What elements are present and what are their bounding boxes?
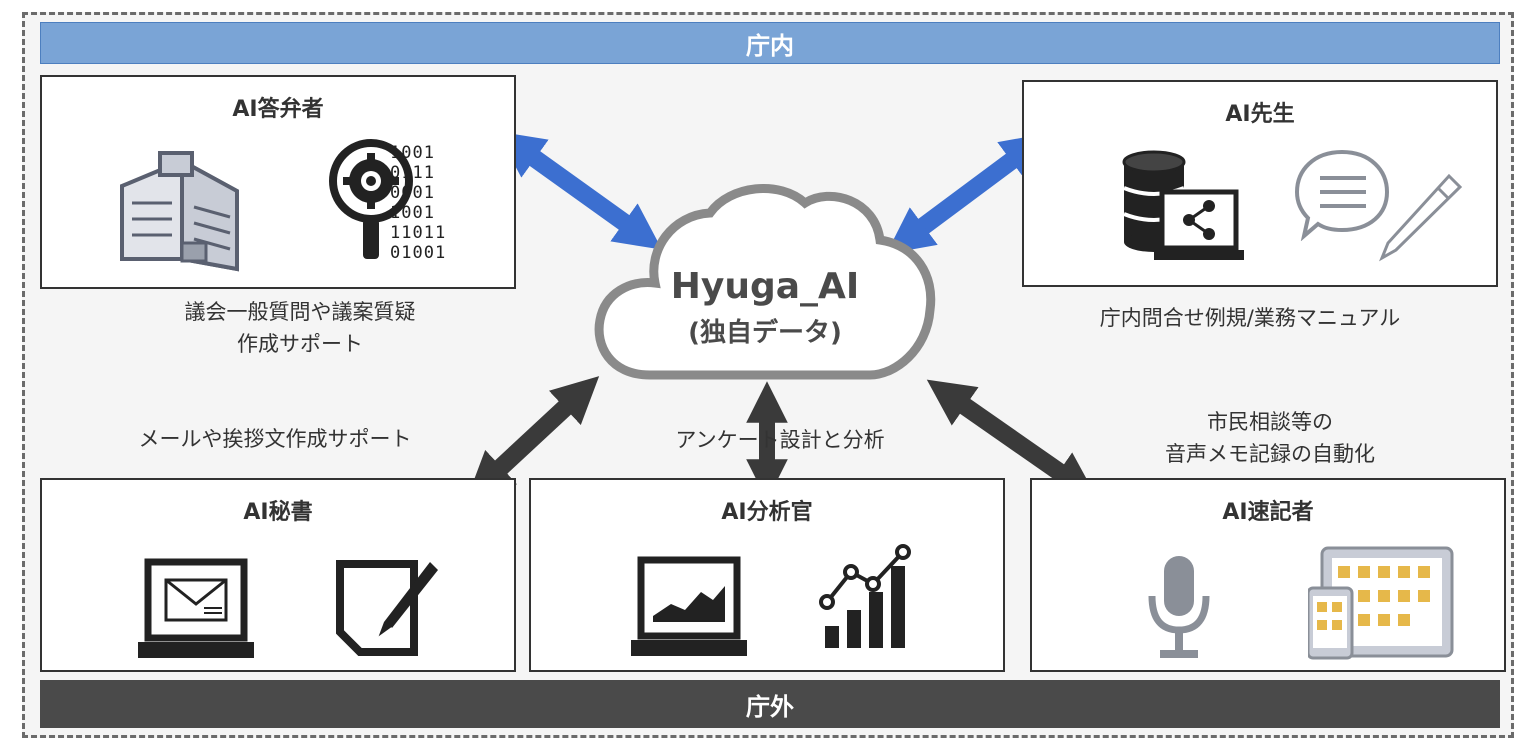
building-icon — [120, 151, 239, 272]
arrow-stenographer — [926, 379, 1098, 499]
stenographer-caption: 市民相談等の 音声メモ記録の自動化 — [1120, 406, 1420, 470]
growth-chart-icon — [819, 544, 911, 648]
binary-line: 1001 — [390, 143, 435, 163]
analyst-box: AI分析官 — [529, 478, 1005, 672]
teacher-caption: 庁内問合せ例規/業務マニュアル — [1030, 302, 1470, 334]
answerer-box: AI答弁者 1001 0111 0001 1001 11011 01001 — [40, 75, 516, 289]
caption-line: 議会一般質問や議案質疑 — [184, 300, 416, 324]
caption-line: 音声メモ記録の自動化 — [1165, 442, 1375, 466]
stenographer-title: AI速記者 — [1222, 500, 1314, 525]
arrow-teacher — [886, 133, 1049, 254]
signature-icon — [336, 560, 438, 656]
caption-line: 市民相談等の — [1207, 410, 1333, 434]
secretary-box: AI秘書 — [40, 478, 516, 672]
analyst-caption: アンケート設計と分析 — [620, 424, 940, 456]
answerer-caption: 議会一般質問や議案質疑 作成サポート — [90, 296, 510, 360]
secretary-caption: メールや挨拶文作成サポート — [90, 423, 460, 455]
external-band: 庁外 — [40, 680, 1500, 728]
binary-digits: 1001 0111 0001 1001 11011 01001 — [390, 143, 446, 263]
binary-line: 0001 — [390, 183, 435, 203]
laptop-share-icon — [1154, 189, 1244, 260]
cloud-shape — [594, 184, 936, 380]
caption-line: アンケート設計と分析 — [675, 428, 885, 452]
analyst-title: AI分析官 — [721, 500, 813, 525]
center-subtitle: (独自データ) — [688, 318, 842, 348]
teacher-box: AI先生 — [1022, 80, 1498, 287]
center-title: Hyuga_AI — [670, 266, 860, 307]
stenographer-box: AI速記者 — [1030, 478, 1506, 672]
speech-bubble-icon — [1294, 149, 1390, 241]
gear-magnifier-icon — [329, 139, 413, 259]
laptop-chart-icon — [631, 556, 747, 656]
tablet-files-icon — [1308, 546, 1454, 660]
binary-line: 0111 — [390, 163, 435, 183]
arrow-answerer — [496, 131, 663, 250]
caption-line: メールや挨拶文作成サポート — [138, 427, 412, 451]
pen-icon — [1379, 173, 1463, 262]
internal-band: 庁内 — [40, 22, 1500, 64]
answerer-title: AI答弁者 — [232, 97, 324, 122]
microphone-icon — [1148, 556, 1210, 658]
binary-line: 1001 — [390, 203, 435, 223]
binary-line: 11011 — [390, 223, 447, 243]
caption-line: 庁内問合せ例規/業務マニュアル — [1099, 306, 1401, 330]
secretary-title: AI秘書 — [243, 500, 313, 525]
arrow-secretary — [466, 376, 600, 499]
laptop-mail-icon — [138, 558, 254, 658]
teacher-title: AI先生 — [1225, 102, 1295, 127]
caption-line: 作成サポート — [237, 332, 363, 356]
binary-line: 01001 — [390, 243, 447, 263]
